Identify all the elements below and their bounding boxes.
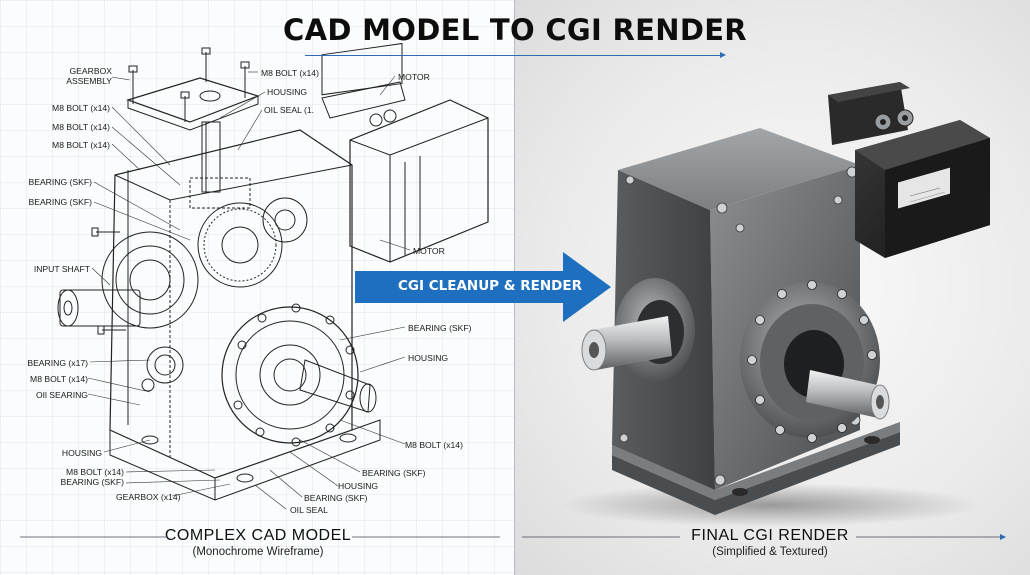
title-underline-arrow [720, 52, 726, 58]
label-gearbox-x14: GEARBOX (x14) [116, 492, 181, 502]
arrow-label: CGI CLEANUP & RENDER [398, 278, 582, 294]
label-input-shaft: INPUT SHAFT [33, 264, 90, 274]
cgi-render [560, 82, 990, 527]
label-m8-bolt-3: M8 BOLT (x14) [52, 140, 110, 150]
label-oil-seal-bottom: OIL SEAL [290, 505, 328, 515]
label-bearing-skf-br: BEARING (SKF) [362, 468, 426, 478]
title-underline [305, 55, 721, 56]
label-bearing-skf-right: BEARING (SKF) [408, 323, 472, 333]
label-m8-bolt-bl: M8 BOLT (x14) [66, 467, 124, 477]
label-motor-mid: MOTOR [413, 246, 445, 256]
label-bearing-skf-1: BEARING (SKF) [28, 177, 92, 187]
label-housing-top: HOUSING [267, 87, 308, 97]
label-housing-right: HOUSING [408, 353, 449, 363]
left-caption-title: COMPLEX CAD MODEL [164, 527, 352, 544]
left-caption-subtitle: (Monochrome Wireframe) [192, 546, 324, 558]
label-m8-bolt-1: M8 BOLT (x14) [52, 103, 110, 113]
cleanup-arrow [355, 252, 611, 322]
cad-wireframe [57, 42, 489, 501]
label-m8-bolt-2: M8 BOLT (x14) [52, 122, 110, 132]
right-caption-subtitle: (Simplified & Textured) [712, 546, 828, 558]
label-bearing-skf-bl: BEARING (SKF) [60, 477, 124, 487]
label-gearbox-assembly: GEARBOX ASSEMBLY [66, 66, 112, 86]
label-m8-bolt-left: M8 BOLT (x14) [30, 374, 88, 384]
label-oil-searing: OIl SEARING [35, 390, 88, 400]
label-bearing-skf-bottom: BEARING (SKF) [304, 493, 368, 503]
caption-rule-arrow-head [1000, 534, 1006, 540]
label-housing-left: HOUSING [61, 448, 102, 458]
label-oil-seal-top: OIL SEAL (1. [264, 105, 314, 115]
label-bearing-skf-2: BEARING (SKF) [28, 197, 92, 207]
cad-leader-lines [87, 71, 411, 510]
right-caption-title: FINAL CGI RENDER [691, 527, 849, 544]
label-m8-bolt-top: M8 BOLT (x14) [261, 68, 319, 78]
label-motor-top: MOTOR [398, 72, 430, 82]
label-housing-bottom: HOUSING [338, 481, 379, 491]
label-m8-bolt-right: M8 BOLT (x14) [405, 440, 463, 450]
page-title: CAD MODEL TO CGI RENDER [283, 13, 747, 47]
label-bearing-x17: BEARING (x17) [27, 358, 88, 368]
